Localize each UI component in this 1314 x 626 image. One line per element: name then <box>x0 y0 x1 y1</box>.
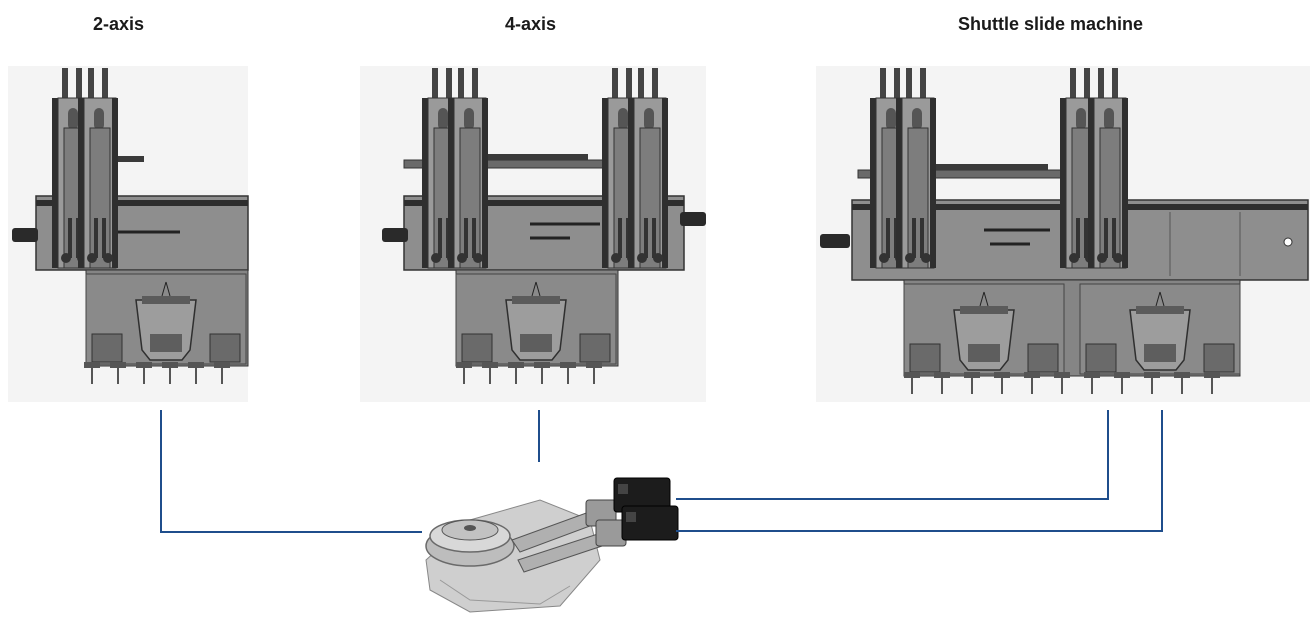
title-2-axis: 2-axis <box>93 14 145 34</box>
title-4-axis: 4-axis <box>505 14 557 34</box>
shuttle-slide-machine-illustration <box>816 66 1310 402</box>
connector-shuttle-upper <box>676 410 1109 500</box>
connector-shuttle-lower <box>676 410 1163 532</box>
machine-2-axis-illustration <box>8 66 249 402</box>
title-shuttle-slide-machine: Shuttle slide machine <box>958 14 1144 34</box>
servo-drive-unit-illustration <box>425 477 679 613</box>
connector-2-axis <box>160 410 422 533</box>
machine-4-axis-illustration <box>360 66 706 402</box>
connector-lines <box>160 410 1163 533</box>
